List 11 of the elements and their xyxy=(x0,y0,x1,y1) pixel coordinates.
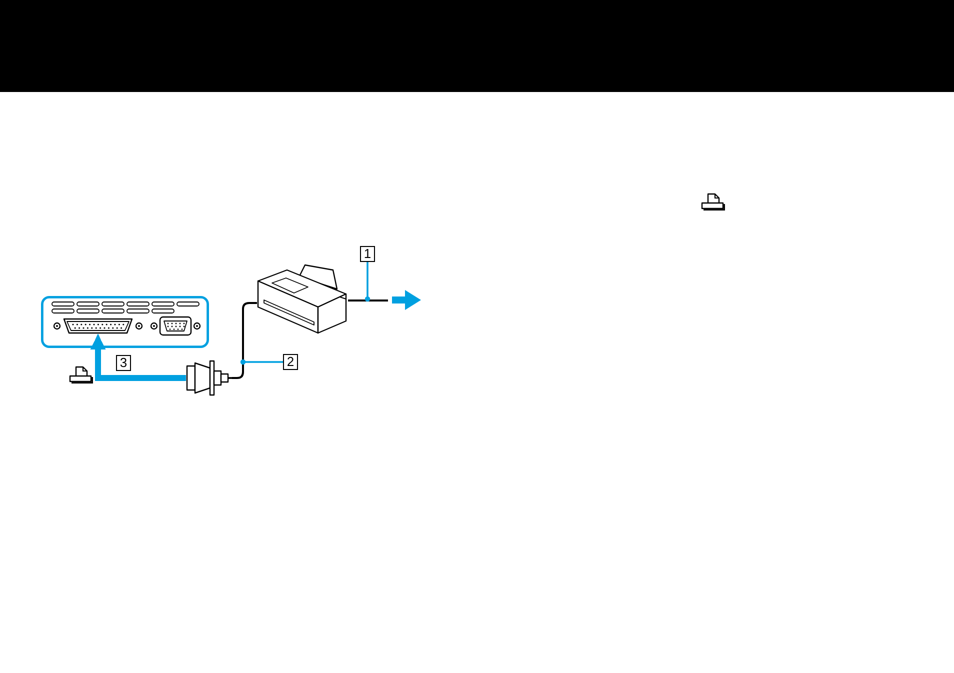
leader-line xyxy=(364,262,370,302)
arrow xyxy=(90,334,186,381)
callout-number: 2 xyxy=(283,354,298,370)
power-cable xyxy=(348,299,388,302)
parallel-port xyxy=(63,318,133,334)
callout-number: 1 xyxy=(360,246,375,262)
printer-illustration xyxy=(257,262,348,336)
printer-cable xyxy=(232,302,257,379)
leader-line xyxy=(240,359,283,365)
callout-number: 3 xyxy=(116,355,131,371)
cable-connector xyxy=(186,360,232,396)
